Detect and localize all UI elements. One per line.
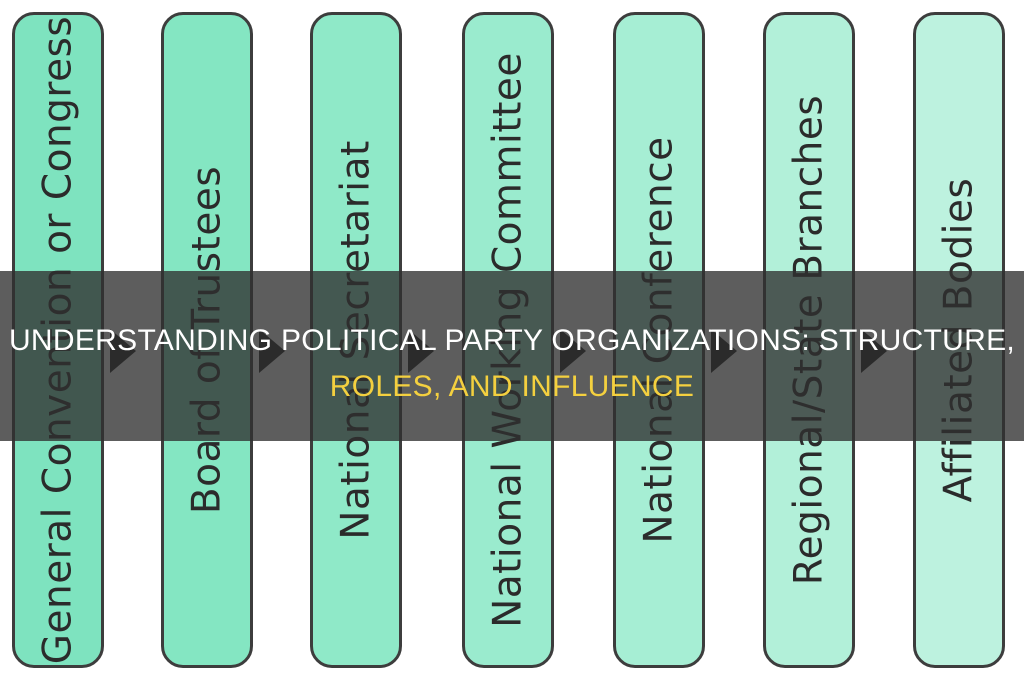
banner-title: Understanding Political Party Organizati…: [0, 318, 1024, 410]
title-banner: [0, 271, 1024, 441]
banner-title-line-2: Roles, and Influence: [329, 370, 695, 403]
banner-title-line-1: Understanding Political Party Organizati…: [8, 324, 1016, 357]
